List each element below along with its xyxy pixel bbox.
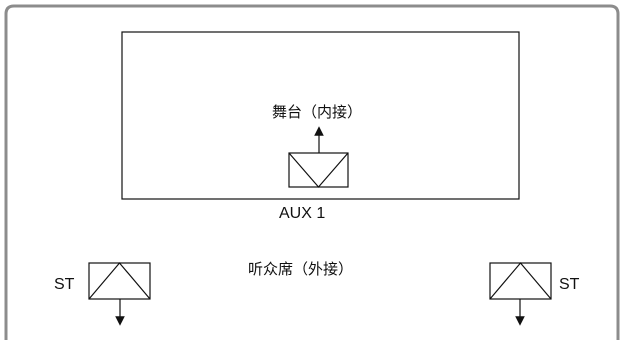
st-right-label: ST — [559, 276, 580, 293]
stage-label: 舞台（内接） — [272, 103, 363, 121]
stage-box — [121, 31, 520, 200]
aux-label: AUX 1 — [279, 205, 326, 222]
outer-frame — [4, 4, 620, 340]
st-right-speaker-icon — [489, 262, 552, 300]
st-left-speaker-icon — [88, 262, 151, 300]
aux-speaker-icon — [288, 152, 349, 188]
st-left-label: ST — [54, 276, 75, 293]
audience-label: 听众席（外接） — [248, 260, 354, 278]
